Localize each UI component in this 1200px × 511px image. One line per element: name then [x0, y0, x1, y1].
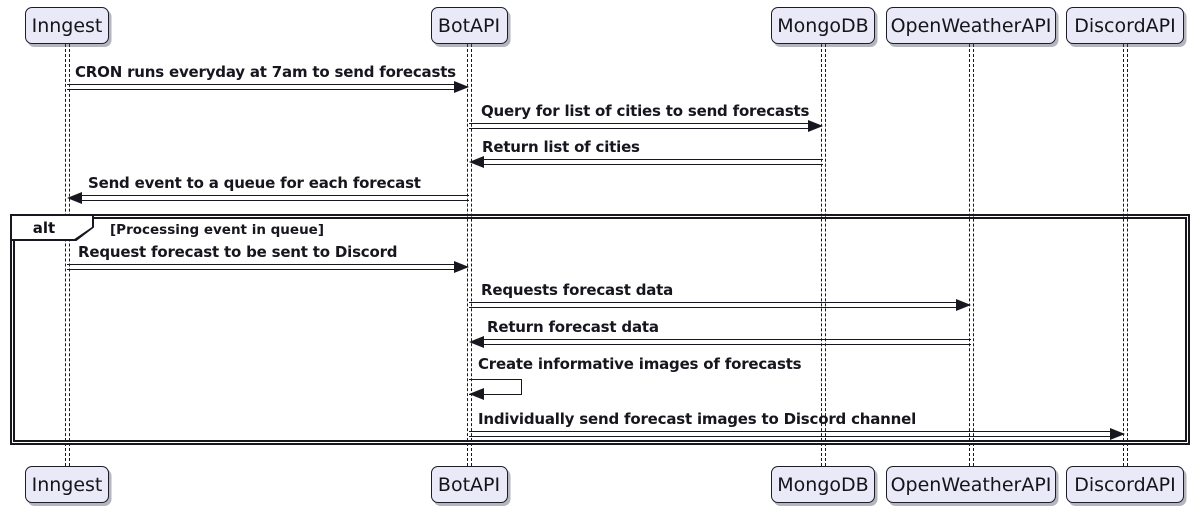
alt-fragment-frame: alt [Processing event in queue] [10, 214, 1190, 445]
participant-box-openweatherapi-bottom: OpenWeatherAPI [886, 466, 1056, 503]
participant-label: Inngest [31, 473, 103, 496]
arrowhead-right-icon [454, 81, 469, 93]
participant-label: OpenWeatherAPI [890, 473, 1052, 496]
participant-box-mongodb-bottom: MongoDB [771, 466, 875, 503]
participant-label: OpenWeatherAPI [890, 14, 1052, 37]
arrowhead-left-icon [469, 387, 484, 400]
arrowhead-right-icon [956, 299, 971, 311]
participant-label: MongoDB [777, 14, 869, 37]
message-line [482, 159, 823, 165]
participant-box-discordapi-top: DiscordAPI [1066, 7, 1184, 44]
participant-box-inngest-top: Inngest [25, 7, 109, 44]
message-line [469, 302, 958, 308]
message-line [80, 195, 469, 201]
alt-operator-pentagon-inner: alt [12, 216, 92, 239]
arrowhead-right-icon [1110, 428, 1125, 440]
participant-box-openweatherapi-top: OpenWeatherAPI [886, 7, 1056, 44]
participant-label: DiscordAPI [1074, 14, 1176, 37]
participant-label: DiscordAPI [1074, 473, 1176, 496]
lifeline-mongodb [820, 44, 826, 466]
message-label: Request forecast to be sent to Discord [78, 243, 398, 261]
message-label: Individually send forecast images to Dis… [478, 410, 917, 428]
arrowhead-right-icon [454, 261, 469, 273]
participant-box-inngest-bottom: Inngest [25, 466, 109, 503]
participant-box-botapi-bottom: BotAPI [430, 466, 508, 503]
message-line [482, 339, 971, 345]
message-label: Return forecast data [487, 318, 659, 336]
arrowhead-left-icon [469, 156, 484, 168]
message-line [67, 264, 456, 270]
alt-guard-label: [Processing event in queue] [110, 222, 325, 238]
participant-label: BotAPI [437, 14, 501, 37]
participant-label: BotAPI [437, 473, 501, 496]
message-line [469, 431, 1112, 437]
lifeline-discordapi [1122, 44, 1128, 466]
message-label: Send event to a queue for each forecast [88, 174, 421, 192]
message-label: Query for list of cities to send forecas… [481, 102, 810, 120]
participant-label: MongoDB [777, 473, 869, 496]
self-message-loop [469, 379, 522, 395]
message-label: Requests forecast data [481, 281, 674, 299]
lifeline-botapi [466, 44, 472, 466]
arrowhead-right-icon [808, 120, 823, 132]
arrowhead-left-icon [67, 192, 82, 204]
message-line [469, 123, 810, 129]
participant-box-mongodb-top: MongoDB [771, 7, 875, 44]
lifeline-inngest [64, 44, 70, 466]
message-label: CRON runs everyday at 7am to send foreca… [75, 63, 456, 81]
participant-label: Inngest [31, 14, 103, 37]
arrowhead-left-icon [469, 336, 484, 348]
lifeline-openweatherapi [968, 44, 974, 466]
participant-box-botapi-top: BotAPI [430, 7, 508, 44]
message-line [67, 84, 456, 90]
message-label: Create informative images of forecasts [478, 355, 802, 373]
message-label: Return list of cities [482, 138, 640, 156]
alt-operator-label: alt [32, 218, 56, 237]
alt-operator-pentagon: alt [10, 214, 94, 241]
participant-box-discordapi-bottom: DiscordAPI [1066, 466, 1184, 503]
